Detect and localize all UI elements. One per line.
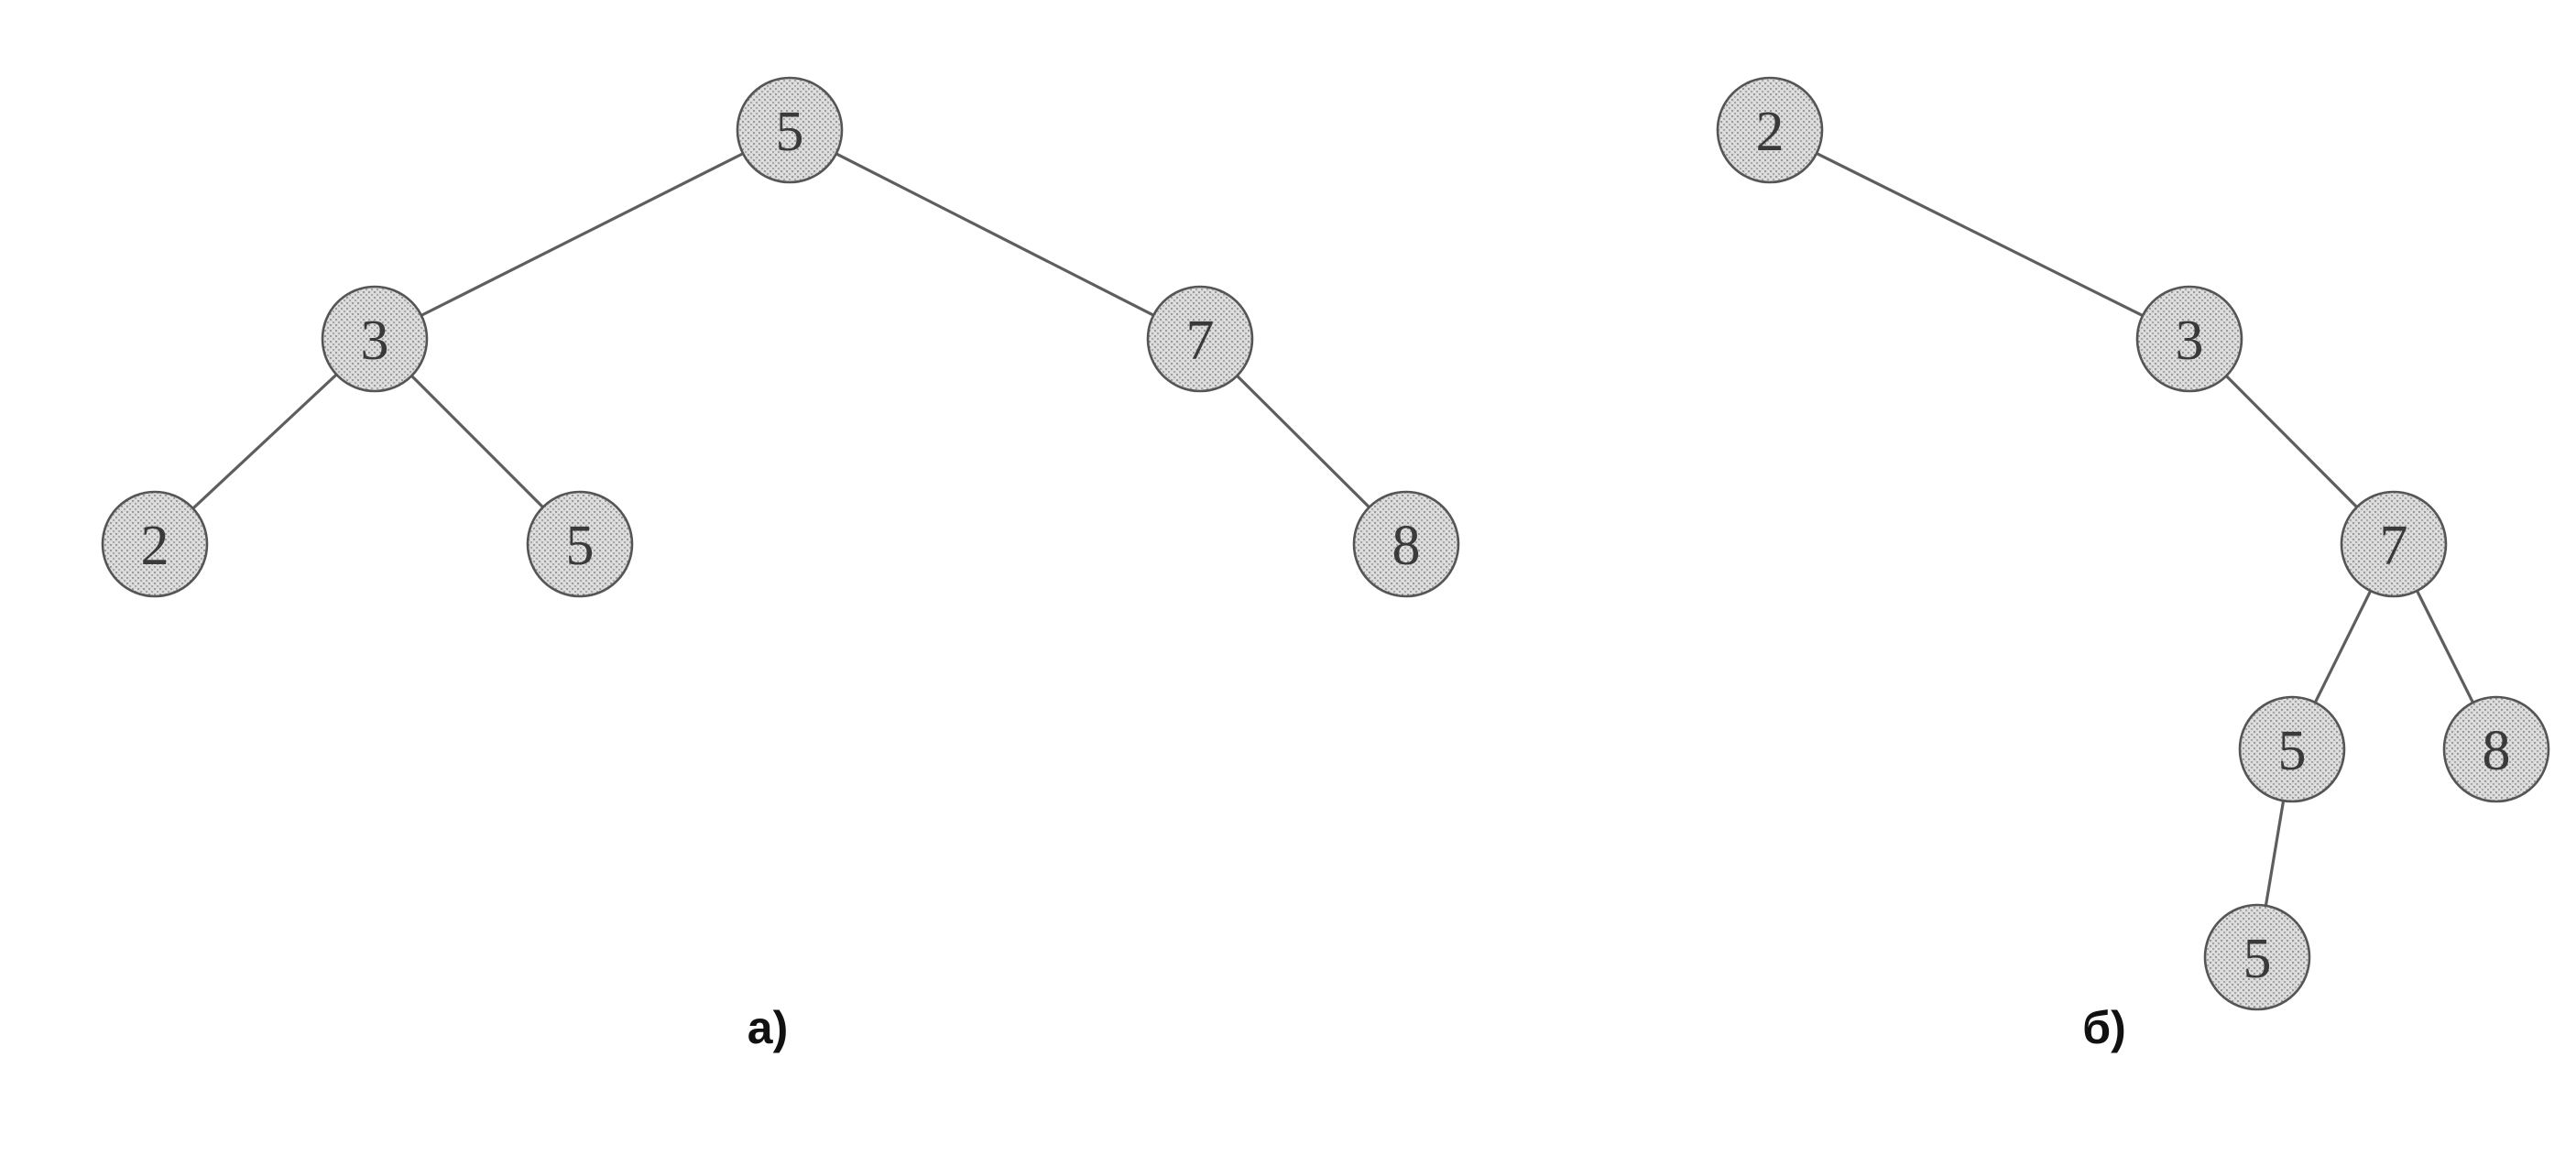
node-a-ll-circle: [101, 490, 209, 598]
tree-b-edges: [1815, 151, 2475, 908]
node-a-lr-label: 5: [566, 515, 595, 577]
node-b-3l-circle: [2238, 695, 2346, 803]
node-b-3r-circle: [2442, 695, 2550, 803]
node-b-1-circle: [2135, 285, 2243, 393]
node-a-rr-circle: [1352, 490, 1460, 598]
node-b-4-label: 5: [2243, 928, 2272, 990]
node-a-root: 5: [736, 76, 844, 184]
tree-a: 5 3 7 2 5 8 а): [101, 76, 1460, 1053]
node-a-rr: 8: [1352, 490, 1460, 598]
node-a-r-circle: [1146, 285, 1254, 393]
node-b-2-circle: [2340, 490, 2448, 598]
edge-b-2-b-3r: [2415, 589, 2475, 704]
node-a-rr-label: 8: [1392, 515, 1421, 577]
node-b-3r-label: 8: [2483, 720, 2511, 782]
node-b-root-label: 2: [1756, 101, 1785, 163]
node-b-1-label: 3: [2176, 310, 2204, 372]
tree-a-nodes: 5 3 7 2 5 8: [101, 76, 1460, 598]
node-a-ll: 2: [101, 490, 209, 598]
node-a-l: 3: [321, 285, 429, 393]
edge-b-root-b-1: [1815, 151, 2145, 318]
node-a-r-label: 7: [1186, 310, 1215, 372]
caption-b: б): [2082, 1002, 2126, 1053]
tree-b-nodes: 2 3 7 5 8 5: [1716, 76, 2550, 1011]
caption-a: а): [748, 1002, 788, 1053]
node-a-l-circle: [321, 285, 429, 393]
node-a-root-label: 5: [776, 101, 804, 163]
edge-a-root-a-l: [420, 152, 745, 317]
node-a-ll-label: 2: [141, 515, 169, 577]
node-b-root-circle: [1716, 76, 1824, 184]
node-a-l-label: 3: [361, 310, 389, 372]
edge-a-l-a-lr: [409, 374, 545, 509]
node-a-root-circle: [736, 76, 844, 184]
node-b-root: 2: [1716, 76, 1824, 184]
node-a-r: 7: [1146, 285, 1254, 393]
node-b-4-circle: [2203, 903, 2311, 1011]
node-a-lr: 5: [526, 490, 634, 598]
edge-b-2-b-3l: [2313, 589, 2373, 704]
node-b-4: 5: [2203, 903, 2311, 1011]
edge-a-root-a-r: [835, 152, 1155, 317]
edge-b-1-b-2: [2224, 374, 2359, 509]
node-b-3r: 8: [2442, 695, 2550, 803]
tree-b: 2 3 7 5 8 5 б): [1716, 76, 2550, 1053]
node-b-1: 3: [2135, 285, 2243, 393]
node-b-3l: 5: [2238, 695, 2346, 803]
tree-a-edges: [191, 152, 1371, 510]
node-b-2-label: 7: [2380, 515, 2408, 577]
node-b-3l-label: 5: [2278, 720, 2307, 782]
edge-a-l-a-ll: [191, 373, 338, 510]
edge-a-r-a-rr: [1235, 374, 1371, 509]
node-b-2: 7: [2340, 490, 2448, 598]
node-a-lr-circle: [526, 490, 634, 598]
edge-b-3l-b-4: [2264, 799, 2286, 908]
